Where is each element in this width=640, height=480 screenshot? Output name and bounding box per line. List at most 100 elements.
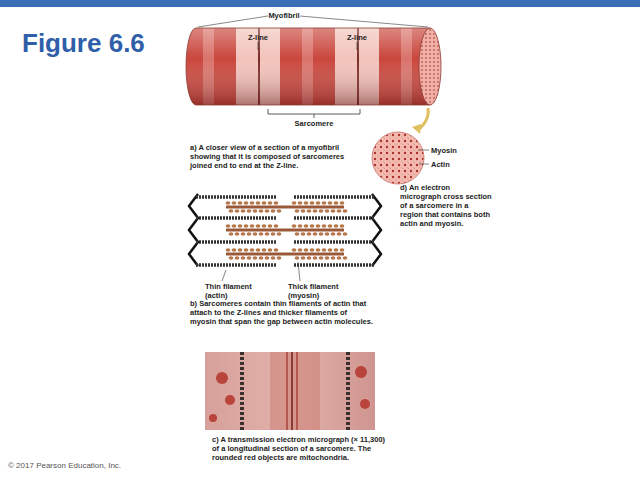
leader-line <box>198 16 268 27</box>
filament-part <box>232 224 237 228</box>
filament-part <box>253 232 258 236</box>
panel-caption: d) An electron micrograph cross section … <box>400 183 492 228</box>
filament-part <box>319 232 324 236</box>
filament-part <box>256 224 261 228</box>
filament-part <box>331 232 336 236</box>
filament-part <box>256 201 261 205</box>
copyright-note: © 2017 Pearson Education, Inc. <box>8 461 121 471</box>
panel-caption: a) A closer view of a section of a myofi… <box>190 143 368 170</box>
filament-part <box>226 229 344 232</box>
structure-label: Sarcomere <box>295 119 334 128</box>
filament-part <box>268 224 273 228</box>
filament-part <box>259 209 264 213</box>
filament-part <box>241 232 246 236</box>
filament-part <box>322 201 327 205</box>
filament-part <box>340 248 345 252</box>
filament-part <box>337 232 342 236</box>
filament-part <box>337 209 342 213</box>
filament-part <box>271 256 276 260</box>
filament-part <box>241 209 246 213</box>
cross-section <box>372 132 424 184</box>
leader-line <box>419 164 429 165</box>
filament-part <box>295 232 300 236</box>
filament-part <box>259 256 264 260</box>
filament-part <box>325 209 330 213</box>
filament-part <box>244 248 249 252</box>
filament-part <box>262 248 267 252</box>
filament-part <box>334 224 339 228</box>
filament-part <box>247 209 252 213</box>
filament-part <box>337 256 342 260</box>
filament-part <box>328 248 333 252</box>
filament-part <box>307 232 312 236</box>
filament-part <box>235 232 240 236</box>
filament-part <box>265 256 270 260</box>
filament-part <box>274 248 279 252</box>
filament-part <box>226 248 231 252</box>
filament-part <box>295 256 300 260</box>
filament-part <box>247 232 252 236</box>
structure-label: Thin filament (actin) <box>205 282 265 300</box>
filament-part <box>319 256 324 260</box>
filament-part <box>313 209 318 213</box>
filament-part <box>316 201 321 205</box>
electron-micrograph <box>205 352 375 430</box>
filament-part <box>262 201 267 205</box>
filament-part <box>268 248 273 252</box>
figure-title: Figure 6.6 <box>22 28 145 59</box>
filament-part <box>328 201 333 205</box>
leader-line <box>258 42 259 50</box>
filament-part <box>304 248 309 252</box>
filament-part <box>325 256 330 260</box>
filament-part <box>294 240 374 244</box>
filament-part <box>301 209 306 213</box>
filament-part <box>310 201 315 205</box>
filament-part <box>277 256 282 260</box>
filament-part <box>294 263 374 267</box>
filament-part <box>235 209 240 213</box>
filament-part <box>265 209 270 213</box>
filament-part <box>307 256 312 260</box>
filament-part <box>238 201 243 205</box>
filament-part <box>294 216 374 220</box>
sarcomere-bracket <box>268 109 360 118</box>
filament-part <box>298 224 303 228</box>
filament-part <box>316 224 321 228</box>
filament-part <box>244 201 249 205</box>
filament-part <box>238 224 243 228</box>
filament-part <box>232 201 237 205</box>
structure-label: Myosin <box>431 146 457 155</box>
filament-part <box>343 232 348 236</box>
myofibril-cylinder <box>186 28 441 105</box>
filament-part <box>271 232 276 236</box>
zoom-arrowhead <box>412 124 421 134</box>
filament-part <box>241 256 246 260</box>
filament-part <box>238 248 243 252</box>
filament-part <box>313 232 318 236</box>
filament-part <box>259 232 264 236</box>
leader-line <box>300 16 428 27</box>
filament-part <box>268 201 273 205</box>
filament-part <box>301 232 306 236</box>
leader-line <box>418 150 429 151</box>
filament-part <box>253 209 258 213</box>
filament-part <box>226 201 231 205</box>
filament-part <box>196 263 276 267</box>
filament-part <box>244 224 249 228</box>
filament-part <box>310 224 315 228</box>
filament-part <box>196 240 276 244</box>
structure-label: Myofibril <box>268 11 299 20</box>
filament-part <box>277 232 282 236</box>
filament-part <box>196 195 276 199</box>
filament-part <box>250 224 255 228</box>
filament-part <box>319 209 324 213</box>
filament-part <box>334 248 339 252</box>
filament-part <box>322 248 327 252</box>
filament-part <box>295 209 300 213</box>
filament-part <box>274 224 279 228</box>
filament-part <box>277 209 282 213</box>
top-bar <box>0 0 640 7</box>
filament-part <box>232 248 237 252</box>
filament-part <box>229 256 234 260</box>
